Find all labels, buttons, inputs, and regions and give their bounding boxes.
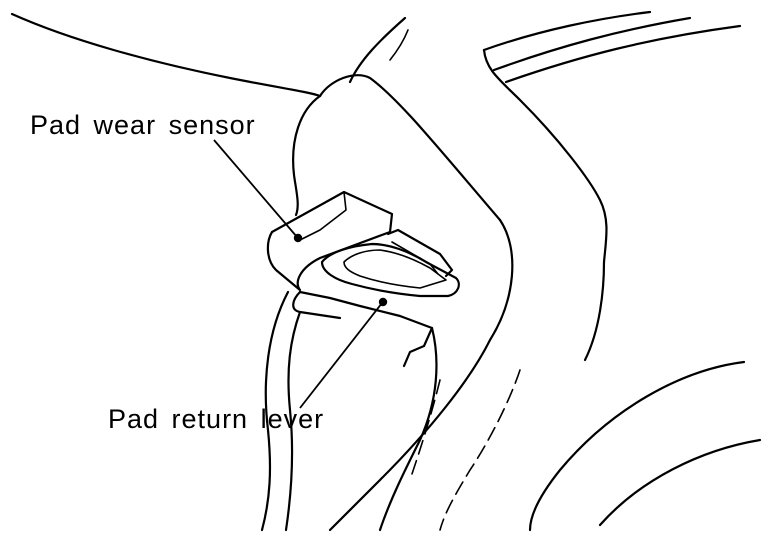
sensor-bracket bbox=[266, 190, 394, 292]
sensor-anchor-dot bbox=[293, 233, 303, 243]
lever-anchor-dot bbox=[378, 297, 388, 307]
housing-top-edge bbox=[482, 10, 652, 52]
sensor-bracket-fold bbox=[299, 191, 347, 241]
caliper-right-side bbox=[328, 218, 514, 532]
housing-top-edge-3 bbox=[504, 24, 742, 84]
return-lever-clip bbox=[320, 242, 460, 298]
lower-body-curve bbox=[260, 290, 290, 532]
upper-sweep-line-2 bbox=[389, 29, 409, 61]
return-lever-inner bbox=[343, 249, 447, 289]
upper-sweep-line bbox=[348, 16, 407, 84]
sensor-leader-line bbox=[213, 139, 298, 238]
hidden-edge-left bbox=[409, 379, 441, 481]
rotor-arc-mid bbox=[598, 438, 762, 527]
lever-tab-inner bbox=[391, 241, 439, 275]
housing-right-curve bbox=[583, 260, 606, 362]
caliper-inner-rim bbox=[292, 94, 322, 217]
rotor-arc-outer bbox=[528, 360, 746, 532]
pad-wear-sensor-label: Pad wear sensor bbox=[30, 110, 256, 140]
hidden-edge-right bbox=[439, 369, 521, 531]
caliper-upper-edge bbox=[10, 12, 322, 98]
housing-outline bbox=[482, 48, 608, 264]
lever-tab bbox=[386, 228, 454, 278]
pad-return-lever-label: Pad return lever bbox=[108, 404, 325, 434]
housing-top-edge-2 bbox=[492, 16, 692, 72]
caliper-top-rim bbox=[318, 74, 502, 222]
pad-block bbox=[298, 290, 434, 368]
lower-body-curve-3 bbox=[378, 326, 438, 532]
lever-leader-line bbox=[299, 302, 383, 409]
lower-body-curve-2 bbox=[284, 310, 302, 532]
